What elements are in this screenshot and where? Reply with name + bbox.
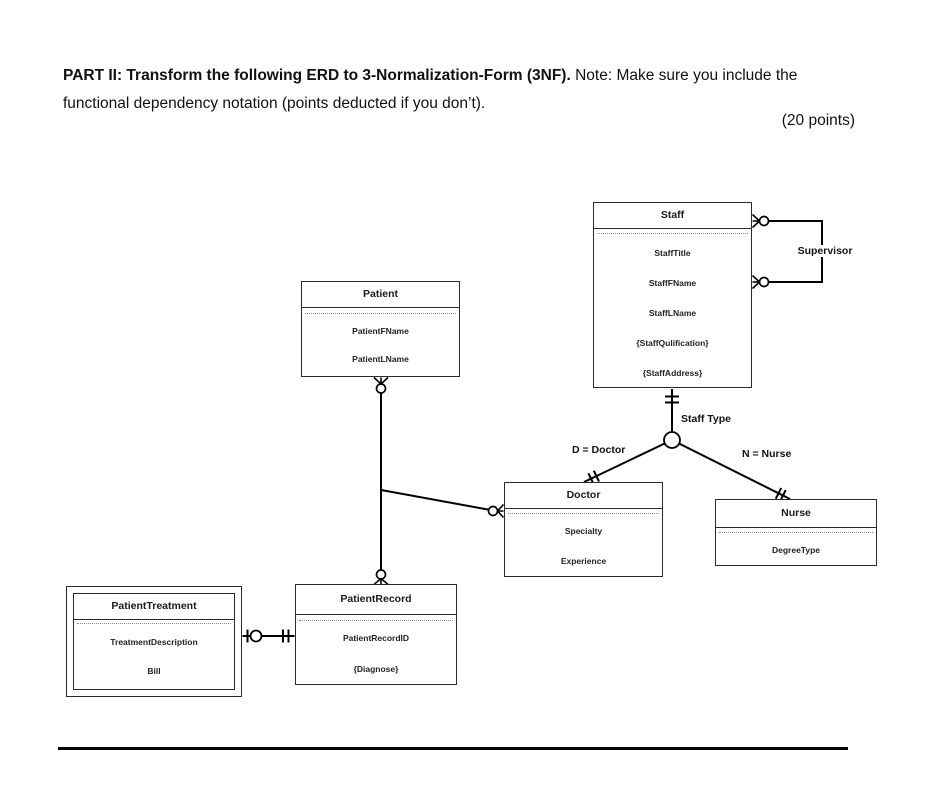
entity-nurse: Nurse DegreeType: [715, 499, 877, 566]
entity-title-patienttreatment: PatientTreatment: [74, 594, 234, 620]
entity-title-staff: Staff: [594, 203, 751, 229]
zero-circle-doctor-end: [487, 505, 499, 517]
branch-to-doctor: [583, 439, 673, 483]
connector-patient-doctor: [380, 489, 505, 519]
attribute-stafflname: StaffLName: [648, 308, 697, 318]
entity-divider-patienttreatment: [77, 623, 231, 624]
attribute-patientlname: PatientLName: [352, 354, 409, 364]
connector-patient-patientrecord: [373, 376, 389, 586]
attribute-patientrecordid: PatientRecordID: [342, 633, 410, 643]
entity-divider-doctor: [508, 513, 659, 514]
zero-circle-patient-end: [375, 383, 387, 394]
crowfoot-record-end: [373, 577, 389, 586]
zero-circle-record-end: [375, 569, 387, 580]
label-n-nurse: N = Nurse: [740, 448, 794, 460]
attribute-treatmentdescription: TreatmentDescription: [110, 637, 198, 647]
question-bold: PART II: Transform the following ERD to …: [63, 66, 571, 84]
points-label: (20 points): [781, 112, 855, 129]
entity-title-patientrecord: PatientRecord: [296, 585, 456, 615]
attribute-staffaddress: {StaffAddress}: [642, 368, 703, 378]
label-staff-type: Staff Type: [679, 413, 733, 425]
question-note-line2: functional dependency notation (points d…: [63, 94, 486, 112]
attribute-patientfname: PatientFName: [352, 326, 409, 336]
connector-staff-subtypes: [583, 389, 791, 502]
branch-to-nurse: [671, 439, 791, 500]
zero-circle-supervisor-bottom: [758, 276, 770, 288]
zero-circle-supervisor-top: [758, 215, 770, 227]
entity-patienttreatment: PatientTreatment TreatmentDescription Bi…: [73, 593, 235, 690]
entity-patient: Patient PatientFName PatientLName: [301, 281, 460, 377]
entity-divider-patient: [305, 313, 456, 314]
entity-divider-patientrecord: [299, 620, 453, 621]
attribute-degreetype: DegreeType: [771, 545, 821, 555]
crowfoot-doctor-end: [496, 503, 505, 519]
entity-title-nurse: Nurse: [716, 500, 876, 528]
zero-circle-treatment-end: [249, 629, 263, 643]
entity-patienttreatment-outer: PatientTreatment TreatmentDescription Bi…: [66, 586, 242, 697]
attribute-bill: Bill: [147, 666, 161, 676]
attribute-stafftitle: StaffTitle: [654, 248, 691, 258]
attribute-stafffname: StaffFName: [648, 278, 697, 288]
crowfoot-supervisor-top: [751, 213, 761, 229]
subtype-junction-circle: [663, 431, 681, 449]
question-note-line1: Note: Make sure you include the: [570, 66, 798, 84]
entity-title-doctor: Doctor: [505, 483, 662, 509]
attribute-staffqulification: {StaffQulification}: [636, 338, 709, 348]
attribute-specialty: Specialty: [564, 526, 603, 536]
label-supervisor: Supervisor: [795, 245, 855, 257]
question-text: PART II: Transform the following ERD to …: [63, 62, 861, 118]
attribute-diagnose: {Diagnose}: [353, 664, 399, 674]
entity-doctor: Doctor Specialty Experience: [504, 482, 663, 577]
entity-divider-nurse: [719, 532, 873, 533]
connector-treatment-record: [242, 629, 295, 643]
attribute-experience: Experience: [560, 556, 607, 566]
entity-patientrecord: PatientRecord PatientRecordID {Diagnose}: [295, 584, 457, 685]
entity-staff: Staff StaffTitle StaffFName StaffLName {…: [593, 202, 752, 388]
label-d-doctor: D = Doctor: [570, 444, 628, 456]
crowfoot-patient-end: [373, 376, 389, 385]
crowfoot-supervisor-bottom: [751, 274, 761, 290]
entity-title-patient: Patient: [302, 282, 459, 308]
page-bottom-rule: [58, 747, 848, 750]
entity-divider-staff: [597, 233, 748, 234]
